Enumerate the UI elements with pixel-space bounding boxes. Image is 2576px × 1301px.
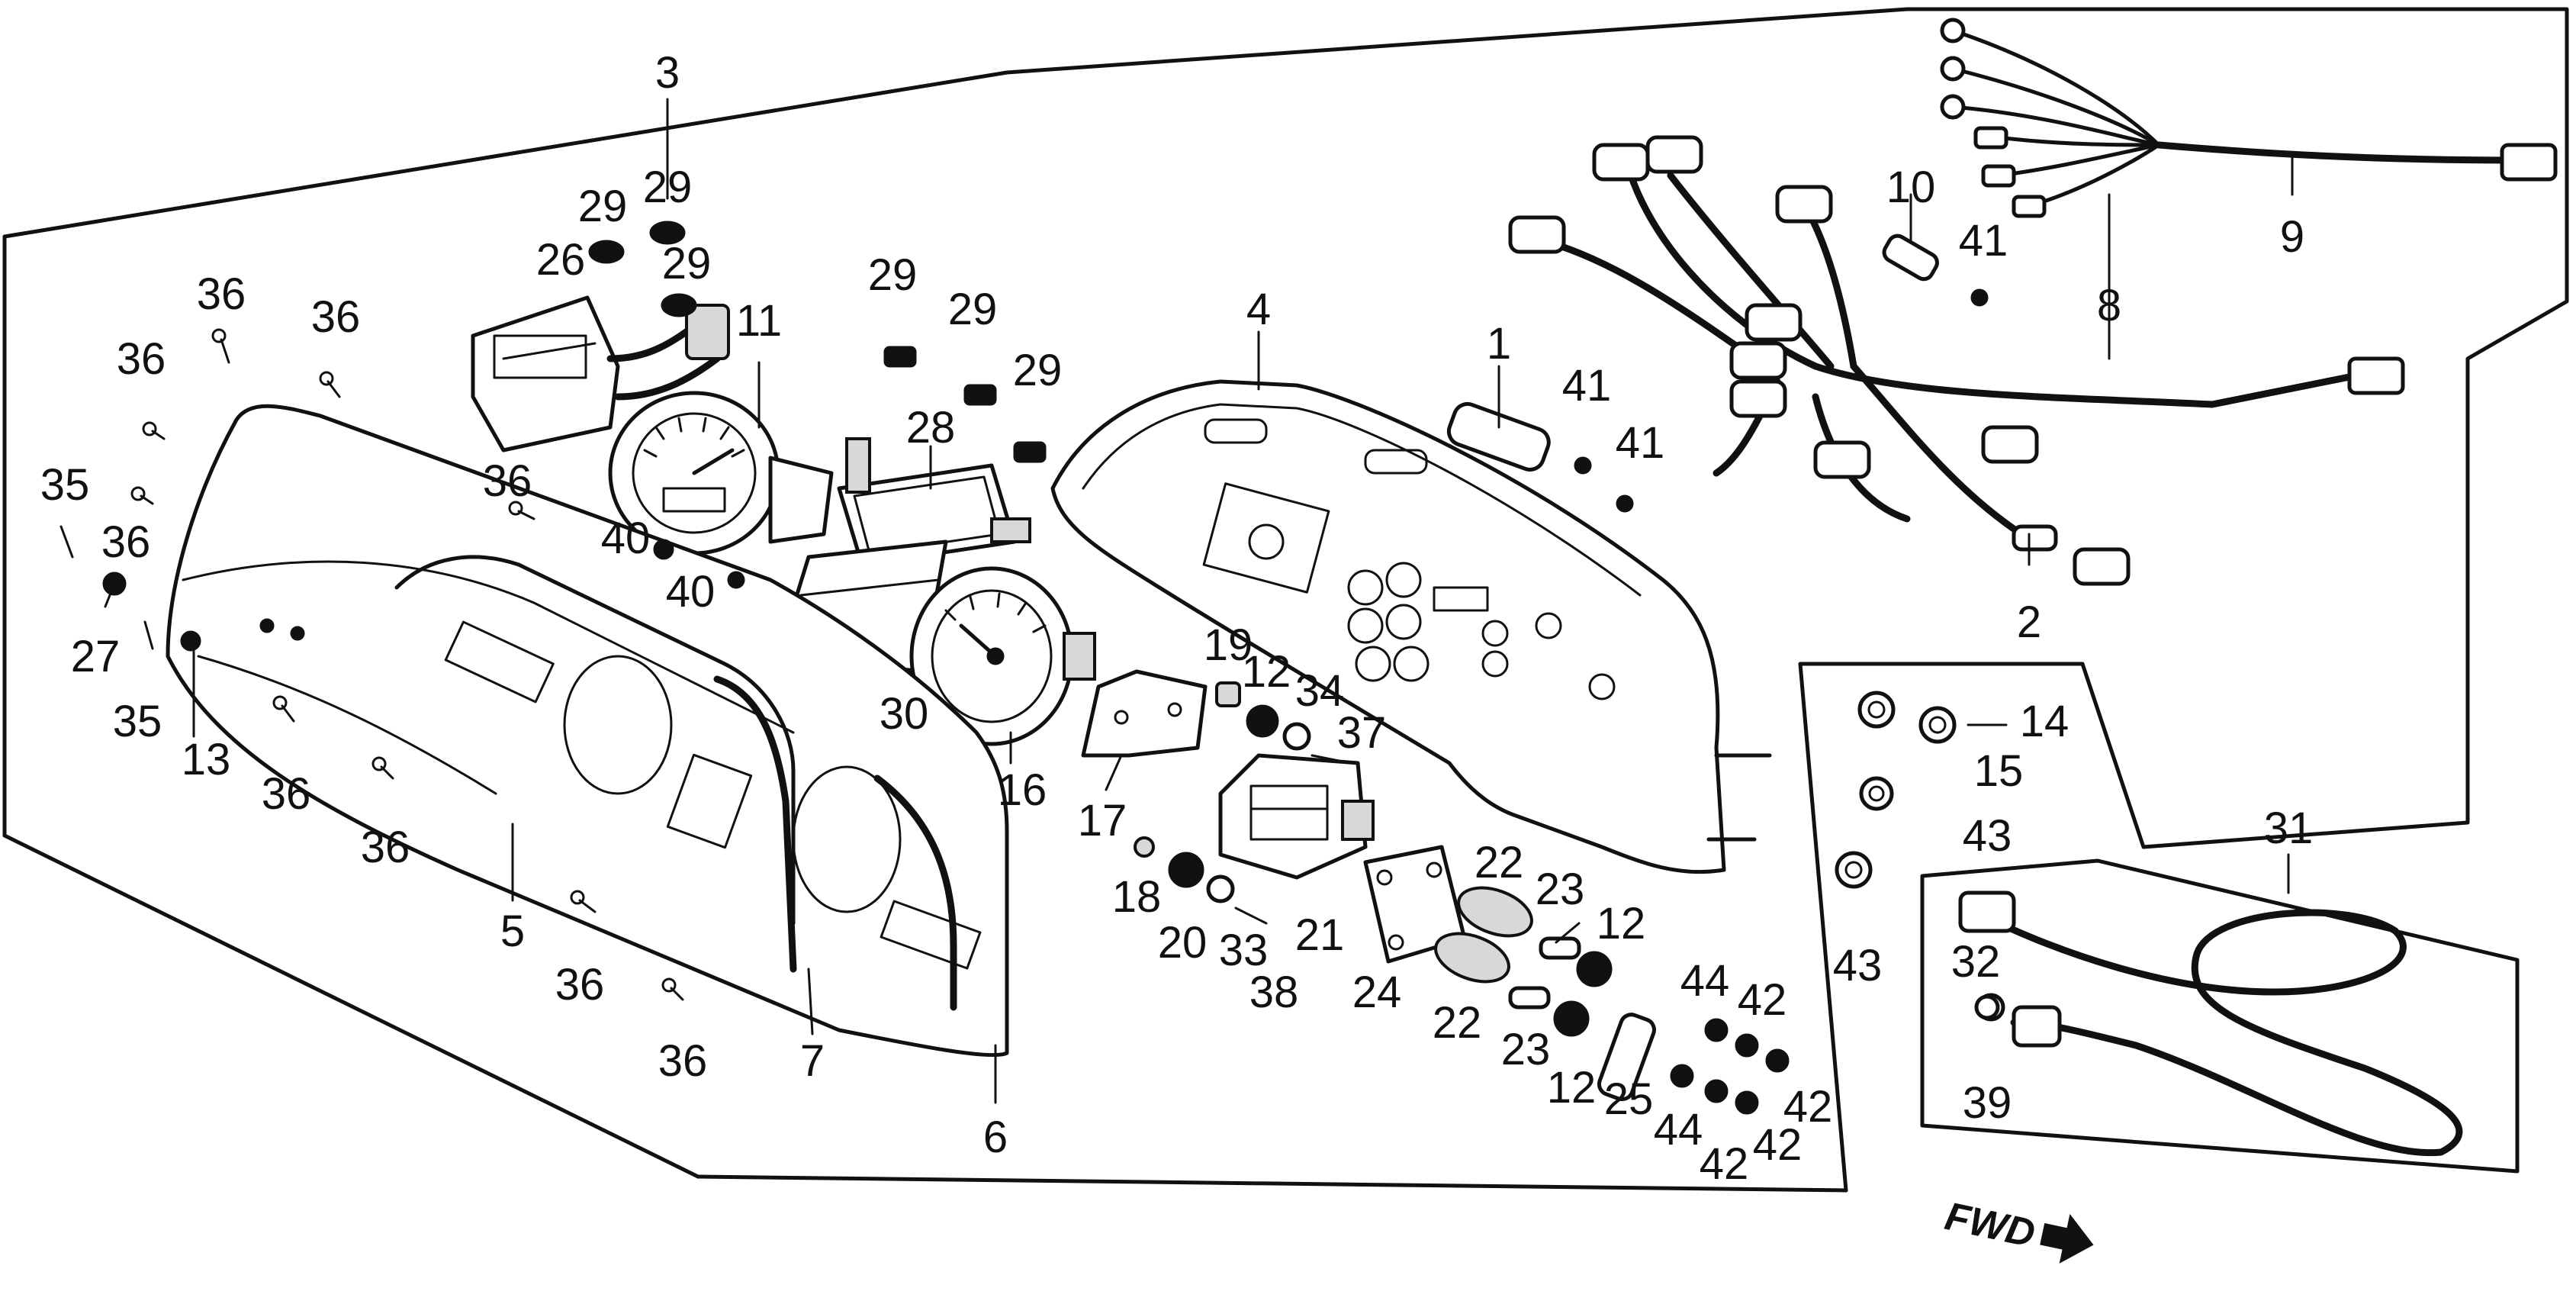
callout-22: 22 [1433, 998, 1482, 1048]
callout-23: 23 [1536, 865, 1585, 914]
callout-2: 2 [2017, 597, 2041, 647]
callout-1: 1 [1487, 319, 1511, 369]
speedometer-cable-31 [1958, 890, 2463, 1157]
gauge-module-26 [471, 295, 730, 452]
callout-24: 24 [1352, 968, 1402, 1017]
callout-3: 3 [655, 48, 680, 98]
fasteners [59, 221, 2000, 1115]
callout-28: 28 [906, 403, 956, 452]
callout-12: 12 [1597, 899, 1646, 948]
callout-44: 44 [1680, 956, 1730, 1006]
callout-41: 41 [1562, 361, 1612, 411]
wire-harness-9 [1940, 18, 2558, 218]
fwd-label: FWD [1941, 1194, 2039, 1256]
callout-30: 30 [880, 689, 929, 739]
callout-29: 29 [868, 250, 918, 300]
callout-31: 31 [2264, 803, 2314, 853]
callout-21: 21 [1295, 910, 1345, 960]
callout-8: 8 [2097, 281, 2121, 330]
callout-22: 22 [1475, 838, 1524, 887]
callout-labels: 1 2 3 4 5 6 7 8 9 10 11 12 12 12 13 14 1… [40, 48, 2314, 1189]
callout-36: 36 [658, 1036, 708, 1086]
callout-35: 35 [113, 697, 162, 746]
rear-housing-4 [1050, 379, 1772, 874]
callout-4: 4 [1246, 285, 1271, 334]
indicator-housing-28 [837, 437, 1031, 567]
callout-13: 13 [182, 735, 231, 784]
callout-41: 41 [1616, 418, 1665, 468]
callout-12: 12 [1547, 1063, 1597, 1113]
callout-36: 36 [197, 269, 246, 319]
callout-29: 29 [578, 182, 628, 231]
callout-36: 36 [262, 769, 311, 819]
callout-26: 26 [536, 235, 586, 285]
callout-34: 34 [1295, 666, 1345, 716]
circuit-block-21 [1218, 753, 1375, 880]
callout-18: 18 [1112, 872, 1162, 922]
callout-36: 36 [311, 292, 361, 342]
callout-29: 29 [643, 163, 693, 212]
callout-16: 16 [998, 765, 1047, 815]
callout-19: 19 [1204, 620, 1253, 670]
callout-44: 44 [1654, 1105, 1703, 1154]
callout-36: 36 [101, 517, 151, 567]
callout-43: 43 [1833, 941, 1883, 990]
callout-9: 9 [2280, 212, 2304, 262]
callout-11: 11 [736, 296, 782, 346]
callout-29: 29 [948, 285, 998, 334]
bracket-17 [1081, 669, 1208, 758]
callout-10: 10 [1886, 163, 1936, 212]
tachometer-11 [608, 391, 834, 556]
callout-36: 36 [555, 960, 605, 1010]
callout-29: 29 [662, 239, 712, 288]
callout-12: 12 [1242, 647, 1291, 697]
callout-36: 36 [361, 823, 410, 872]
callout-39: 39 [1963, 1078, 2012, 1128]
callout-15: 15 [1974, 746, 2024, 796]
callout-5: 5 [500, 907, 525, 956]
callout-38: 38 [1249, 968, 1299, 1017]
callout-17: 17 [1078, 796, 1127, 845]
callout-42: 42 [1753, 1120, 1803, 1170]
callout-41: 41 [1959, 216, 2008, 266]
callout-7: 7 [800, 1036, 825, 1086]
small-parts-right [1835, 233, 2058, 889]
callout-42: 42 [1700, 1139, 1749, 1189]
cable-group-outline [1920, 858, 2520, 1174]
relay-1 [1446, 401, 1551, 472]
callout-32: 32 [1951, 937, 2001, 987]
callout-40: 40 [601, 514, 651, 563]
callout-35: 35 [40, 460, 90, 510]
callout-43: 43 [1963, 811, 2012, 861]
callout-29: 29 [1013, 346, 1063, 395]
dash-panel-5 [166, 404, 1009, 1058]
arrow-right-icon [2040, 1213, 2094, 1264]
fwd-direction-marker: FWD [1941, 1194, 2094, 1264]
callout-25: 25 [1604, 1074, 1654, 1124]
callout-40: 40 [666, 567, 716, 617]
callout-14: 14 [2020, 697, 2069, 746]
callout-6: 6 [983, 1113, 1008, 1162]
callout-42: 42 [1783, 1082, 1833, 1132]
callout-33: 33 [1219, 926, 1269, 975]
callout-20: 20 [1158, 918, 1208, 968]
speedometer-16 [909, 566, 1096, 746]
callout-23: 23 [1501, 1025, 1551, 1074]
leader-lines [104, 98, 2294, 1104]
callout-42: 42 [1738, 975, 1787, 1025]
wire-harness-8 [1508, 135, 2405, 586]
main-group-outline [2, 7, 2569, 1193]
callout-36: 36 [117, 334, 166, 384]
callout-37: 37 [1337, 708, 1387, 758]
callout-36: 36 [483, 456, 532, 506]
callout-27: 27 [71, 632, 121, 681]
